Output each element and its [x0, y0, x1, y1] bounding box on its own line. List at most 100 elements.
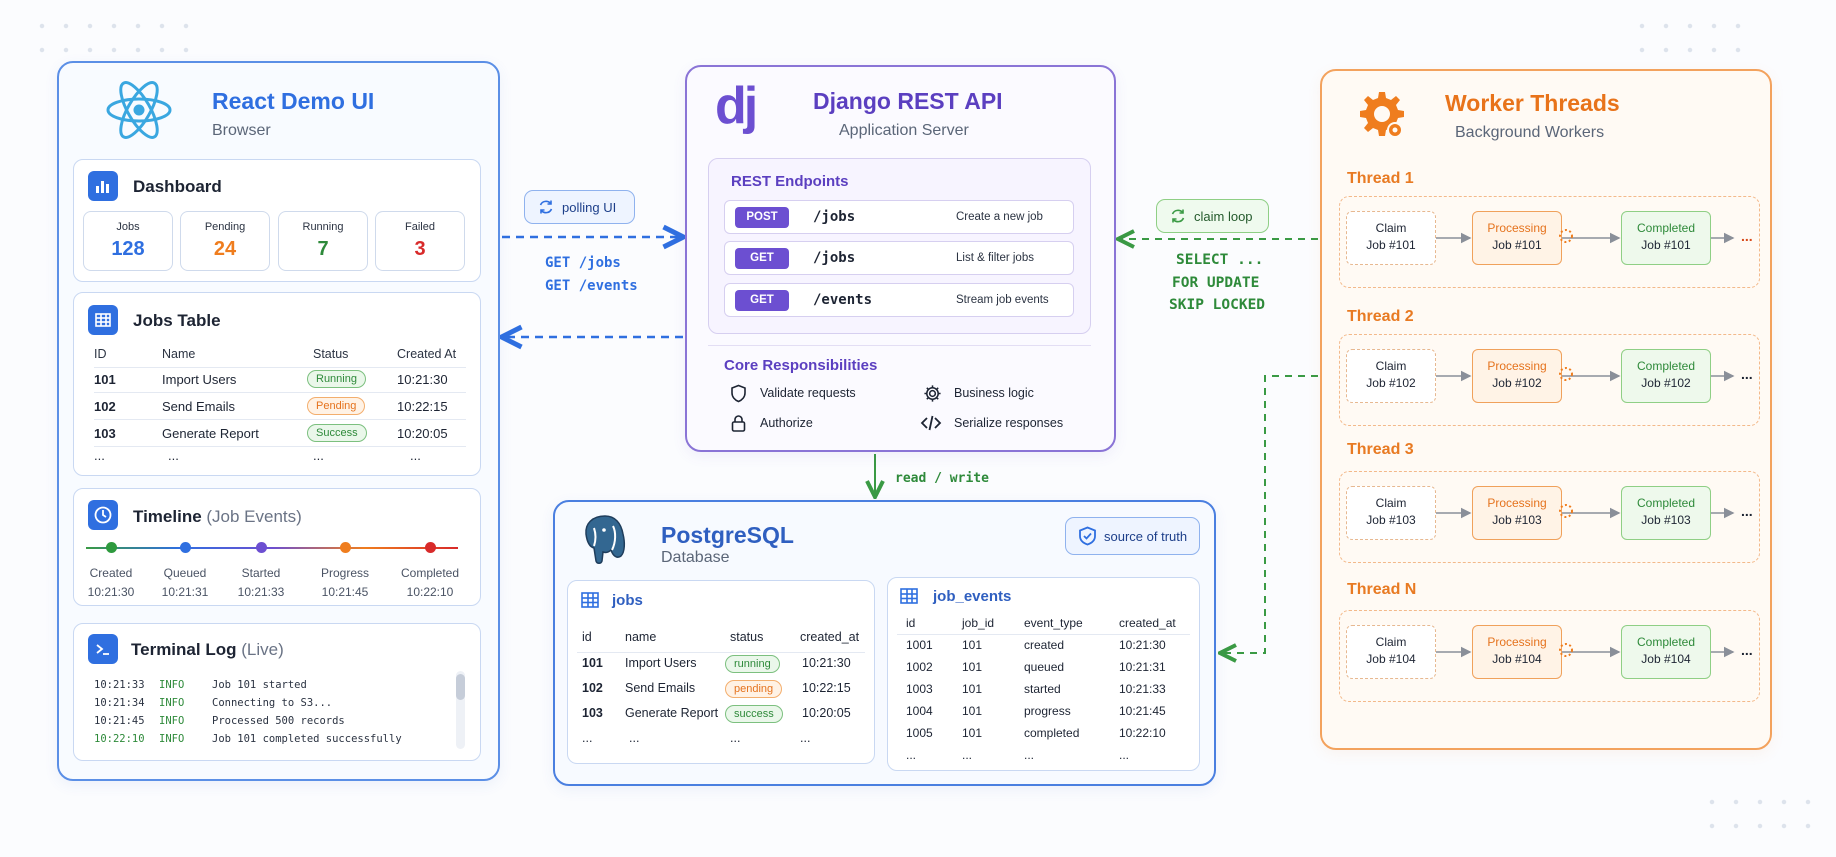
endpoint-path: /jobs	[813, 250, 856, 266]
column-header: Name	[162, 347, 196, 361]
refresh-icon	[1171, 209, 1185, 223]
table-row: ... ... ... ...	[94, 446, 466, 473]
cell-event-type: queued	[1024, 660, 1065, 674]
thread-title: Thread 1	[1347, 170, 1414, 187]
timeline-dot	[106, 542, 117, 553]
step-label: Claim	[1375, 221, 1407, 235]
cell-id: 102	[94, 399, 116, 414]
step-label: Processing	[1487, 635, 1547, 649]
step-label: Completed	[1636, 635, 1696, 649]
status-badge: success	[725, 705, 783, 723]
cell-name: Generate Report	[625, 706, 719, 720]
postgres-subtitle: Database	[661, 549, 730, 566]
cell-created: 10:22:10	[1119, 726, 1166, 740]
core-item: Authorize	[760, 416, 813, 430]
cell-created: 10:20:05	[802, 706, 851, 720]
cell-created: 10:21:31	[1119, 660, 1166, 674]
cell-id: 101	[582, 656, 603, 670]
endpoint-post-jobs[interactable]: POST /jobs Create a new job	[724, 200, 1074, 234]
table-row[interactable]: 103 Generate Report Success 10:20:05	[94, 420, 466, 447]
stat-jobs[interactable]: Jobs 128	[83, 211, 173, 271]
status-badge: Pending	[307, 397, 366, 415]
cell-id: 101	[94, 372, 116, 387]
django-subtitle: Application Server	[839, 122, 969, 139]
stat-label: Failed	[405, 221, 435, 233]
stat-pending[interactable]: Pending 24	[180, 211, 270, 271]
column-header: job_id	[962, 616, 995, 630]
cell-job-id: 101	[962, 638, 983, 652]
table-row[interactable]: 102 Send Emails Pending 10:22:15	[94, 393, 466, 420]
log-scrollbar-thumb[interactable]	[456, 674, 465, 700]
cell-event-type: created	[1024, 638, 1065, 652]
more-ellipsis: ...	[1741, 642, 1753, 658]
log-message: Job 101 started	[212, 679, 307, 691]
lock-icon	[731, 415, 746, 432]
table-row[interactable]: 101 Import Users Running 10:21:30	[94, 366, 466, 393]
cell-id: ...	[582, 731, 593, 745]
cell-created: ...	[800, 731, 811, 745]
job-events-db-table	[887, 577, 1200, 771]
gear-icon	[924, 385, 941, 402]
table-icon	[900, 588, 918, 604]
react-subtitle: Browser	[212, 122, 271, 139]
log-level: INFO	[159, 733, 185, 745]
log-message: Job 101 completed successfully	[212, 733, 402, 745]
http-method: POST	[735, 207, 789, 228]
divider	[708, 345, 1091, 346]
cell-created: 10:20:05	[397, 426, 448, 441]
source-of-truth-badge: source of truth	[1065, 517, 1200, 555]
step-label: Claim	[1375, 496, 1407, 510]
thread-row	[1339, 334, 1760, 426]
endpoint-desc: List & filter jobs	[956, 252, 1034, 264]
log-scrollbar[interactable]	[456, 671, 465, 749]
cell-name: Import Users	[625, 656, 697, 670]
stat-failed[interactable]: Failed 3	[375, 211, 465, 271]
endpoint-get-events[interactable]: GET /events Stream job events	[724, 283, 1074, 317]
core-item: Validate requests	[760, 386, 856, 400]
cell-created: ...	[410, 448, 421, 463]
thread-row	[1339, 471, 1760, 563]
react-title: React Demo UI	[212, 88, 375, 114]
column-header: created_at	[1119, 616, 1176, 630]
read-write-label: read / write	[895, 471, 989, 486]
endpoint-desc: Create a new job	[956, 211, 1043, 223]
dashboard-title: Dashboard	[133, 177, 222, 196]
cell-created: 10:22:15	[802, 681, 851, 695]
cell-name: ...	[629, 731, 640, 745]
cell-created: 10:21:30	[1119, 638, 1166, 652]
stat-running[interactable]: Running 7	[278, 211, 368, 271]
step-job: Job #103	[1641, 513, 1691, 527]
cell-created: 10:22:15	[397, 399, 448, 414]
http-method: GET	[735, 248, 789, 269]
divider	[897, 634, 1190, 635]
cell-id: 1001	[906, 638, 933, 652]
react-icon	[106, 81, 172, 139]
status-badge: Success	[307, 424, 367, 442]
endpoint-desc: Stream job events	[956, 294, 1049, 306]
cell-name: Import Users	[162, 372, 237, 387]
source-of-truth-label: source of truth	[1104, 528, 1188, 544]
timeline-title: Timeline (Job Events)	[133, 507, 302, 527]
timeline-title-suffix: (Job Events)	[206, 507, 302, 526]
status-badge: running	[725, 655, 780, 673]
cell-job-id: 101	[962, 704, 983, 718]
cell-id: 1004	[906, 704, 933, 718]
postgres-elephant-icon	[585, 515, 626, 564]
cell-id: 103	[582, 706, 603, 720]
refresh-icon	[539, 200, 553, 214]
step-job: Job #104	[1366, 652, 1416, 666]
polling-ui-label: polling UI	[562, 199, 617, 215]
step-job: Job #103	[1492, 513, 1542, 527]
worker-subtitle: Background Workers	[1455, 124, 1605, 141]
jobs-table-card	[73, 292, 481, 476]
table-icon	[88, 305, 118, 335]
core-item: Serialize responses	[954, 416, 1064, 430]
endpoint-get-jobs[interactable]: GET /jobs List & filter jobs	[724, 241, 1074, 275]
